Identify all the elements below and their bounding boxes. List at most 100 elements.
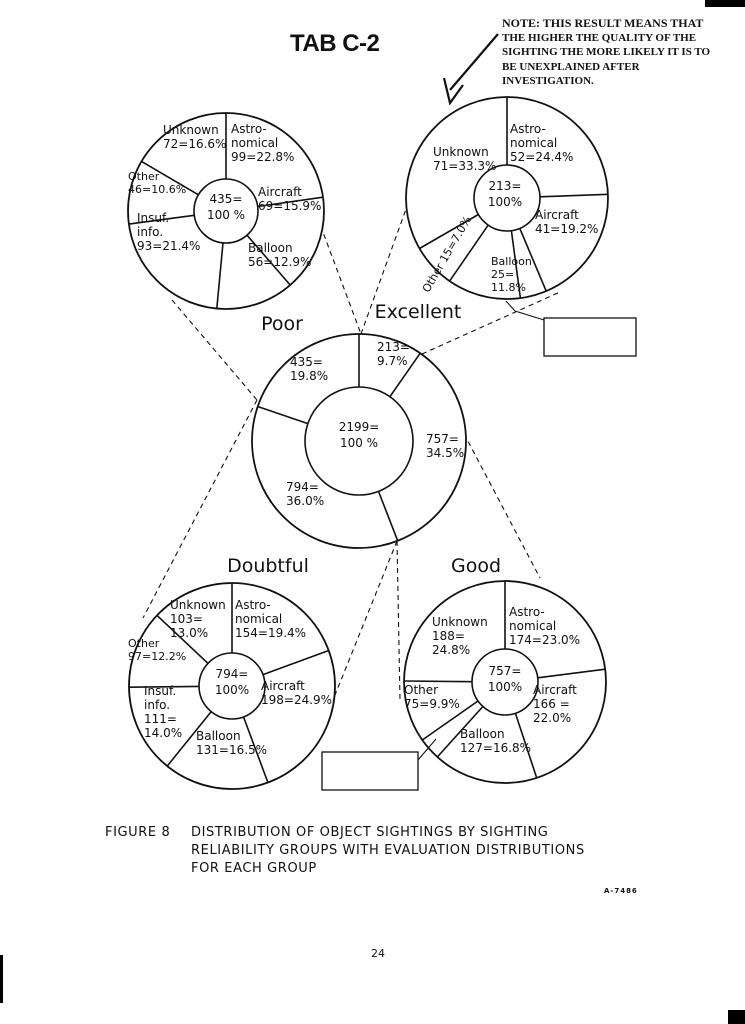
slice-insuf-info-boundary — [436, 705, 484, 758]
slice-label-line: 24.8% — [432, 643, 470, 657]
slice-label-line: 794= — [286, 480, 319, 494]
group-title-excellent: Excellent — [375, 301, 462, 323]
slice-aircraft-boundary — [262, 649, 329, 676]
caption-line-2: RELIABILITY GROUPS WITH EVALUATION DISTR… — [191, 843, 585, 858]
slice-label-line: Balloon — [196, 729, 241, 743]
center-label-line: 100% — [215, 683, 249, 697]
slice-label-line: 34.5% — [426, 446, 464, 460]
figure-number: FIGURE 8 — [105, 825, 171, 840]
connector-good-right — [421, 353, 541, 579]
group-title-good: Good — [451, 555, 501, 577]
center-label-line: 100 % — [207, 208, 245, 222]
connector-poor-left — [171, 299, 258, 401]
slice-label-line: 69=15.9% — [258, 199, 321, 213]
slice-label-line: 757= — [426, 432, 459, 446]
slice-label-line: Aircraft — [258, 185, 302, 199]
center-label-line: 794= — [216, 667, 249, 681]
slice-other-boundary — [128, 214, 195, 225]
center-label-line: 757= — [489, 664, 522, 678]
slice-label-line: Balloon — [460, 727, 505, 741]
slice-label-good: 757=34.5% — [426, 432, 464, 460]
caption-line-1: DISTRIBUTION OF OBJECT SIGHTINGS BY SIGH… — [191, 825, 549, 840]
slice-other-boundary — [128, 685, 200, 688]
slice-label-line: 22.0% — [533, 711, 571, 725]
slice-label-line: info. — [137, 225, 163, 239]
pie-overall: 213=9.7%757=34.5%794=36.0%435=19.8%2199=… — [251, 333, 467, 549]
slice-aircraft-boundary — [257, 196, 324, 208]
slice-balloon-boundary — [514, 713, 538, 779]
slice-doubtful-boundary — [377, 491, 399, 542]
slice-unknown-boundary — [403, 680, 473, 683]
slice-label-line: 14.0% — [144, 726, 182, 740]
slice-other-boundary — [421, 700, 479, 741]
slice-label-line: 97=12.2% — [128, 650, 186, 663]
note-line-2: the higher the quality of the — [502, 31, 697, 44]
slice-label-doubtful: 794=36.0% — [286, 480, 324, 508]
slice-label-line: nomical — [510, 136, 557, 150]
slice-label-line: info. — [144, 698, 170, 712]
connector-excellent-right — [421, 291, 561, 355]
group-title-doubtful: Doubtful — [227, 555, 309, 577]
connector-doubtful-right — [332, 540, 398, 701]
callout-elements — [321, 33, 637, 791]
slice-label-line: 72=16.6% — [163, 137, 226, 151]
connector-excellent-left — [360, 197, 411, 335]
pie-excellent: Astro-nomical52=24.4%Aircraft41=19.2%Ins… — [375, 96, 621, 347]
center-label-line: 2199= — [339, 420, 380, 434]
slice-label-line: 99=22.8% — [231, 150, 294, 164]
slice-unknown-boundary — [419, 213, 479, 250]
scan-edge-top — [705, 0, 745, 7]
slice-label-line: Astro- — [509, 605, 545, 619]
center-label-line: 100% — [488, 680, 522, 694]
pie-center-label: 757= 100% — [488, 664, 522, 694]
slice-label-line: Astro- — [231, 122, 267, 136]
slice-label-line: Aircraft — [261, 679, 305, 693]
slice-label-line: Balloon — [491, 255, 532, 268]
note-line-4: be unexplained after — [502, 60, 640, 73]
slice-label-line: 127=16.8% — [460, 741, 531, 755]
slice-label-line: 213= — [377, 340, 410, 354]
note-arrowhead — [442, 77, 464, 106]
slice-label-excellent: 213=9.7% — [377, 340, 410, 368]
scan-edge-left — [0, 955, 3, 1003]
connector-lines — [142, 191, 561, 701]
slice-balloon-boundary — [242, 716, 269, 783]
slice-label-line: Other — [128, 637, 160, 650]
caption-line-3: FOR EACH GROUP — [191, 861, 317, 876]
slice-insuf-info-boundary — [166, 711, 212, 767]
connector-poor-right — [307, 191, 362, 335]
insuf-box-excellent — [543, 317, 637, 357]
slice-insuf-info-boundary — [216, 242, 224, 309]
slice-label-line: 174=23.0% — [509, 633, 580, 647]
slice-label-line: 103= — [170, 612, 203, 626]
slice-label-line: 75=9.9% — [404, 697, 460, 711]
slice-unknown-boundary — [156, 614, 209, 664]
slice-label-line: Unknown — [433, 145, 489, 159]
slice-label-line: nomical — [231, 136, 278, 150]
center-label-line: 100% — [488, 195, 522, 209]
slice-label-line: 111= — [144, 712, 177, 726]
slice-other-boundary — [448, 224, 489, 282]
connector-good-left — [396, 540, 401, 701]
slice-label-line: 25= — [491, 268, 514, 281]
pie-center-label: 2199=100 % — [339, 420, 380, 450]
pie-center-label: 794= 100% — [215, 667, 249, 697]
note-line-3: sighting the more likely it is to — [502, 46, 711, 58]
